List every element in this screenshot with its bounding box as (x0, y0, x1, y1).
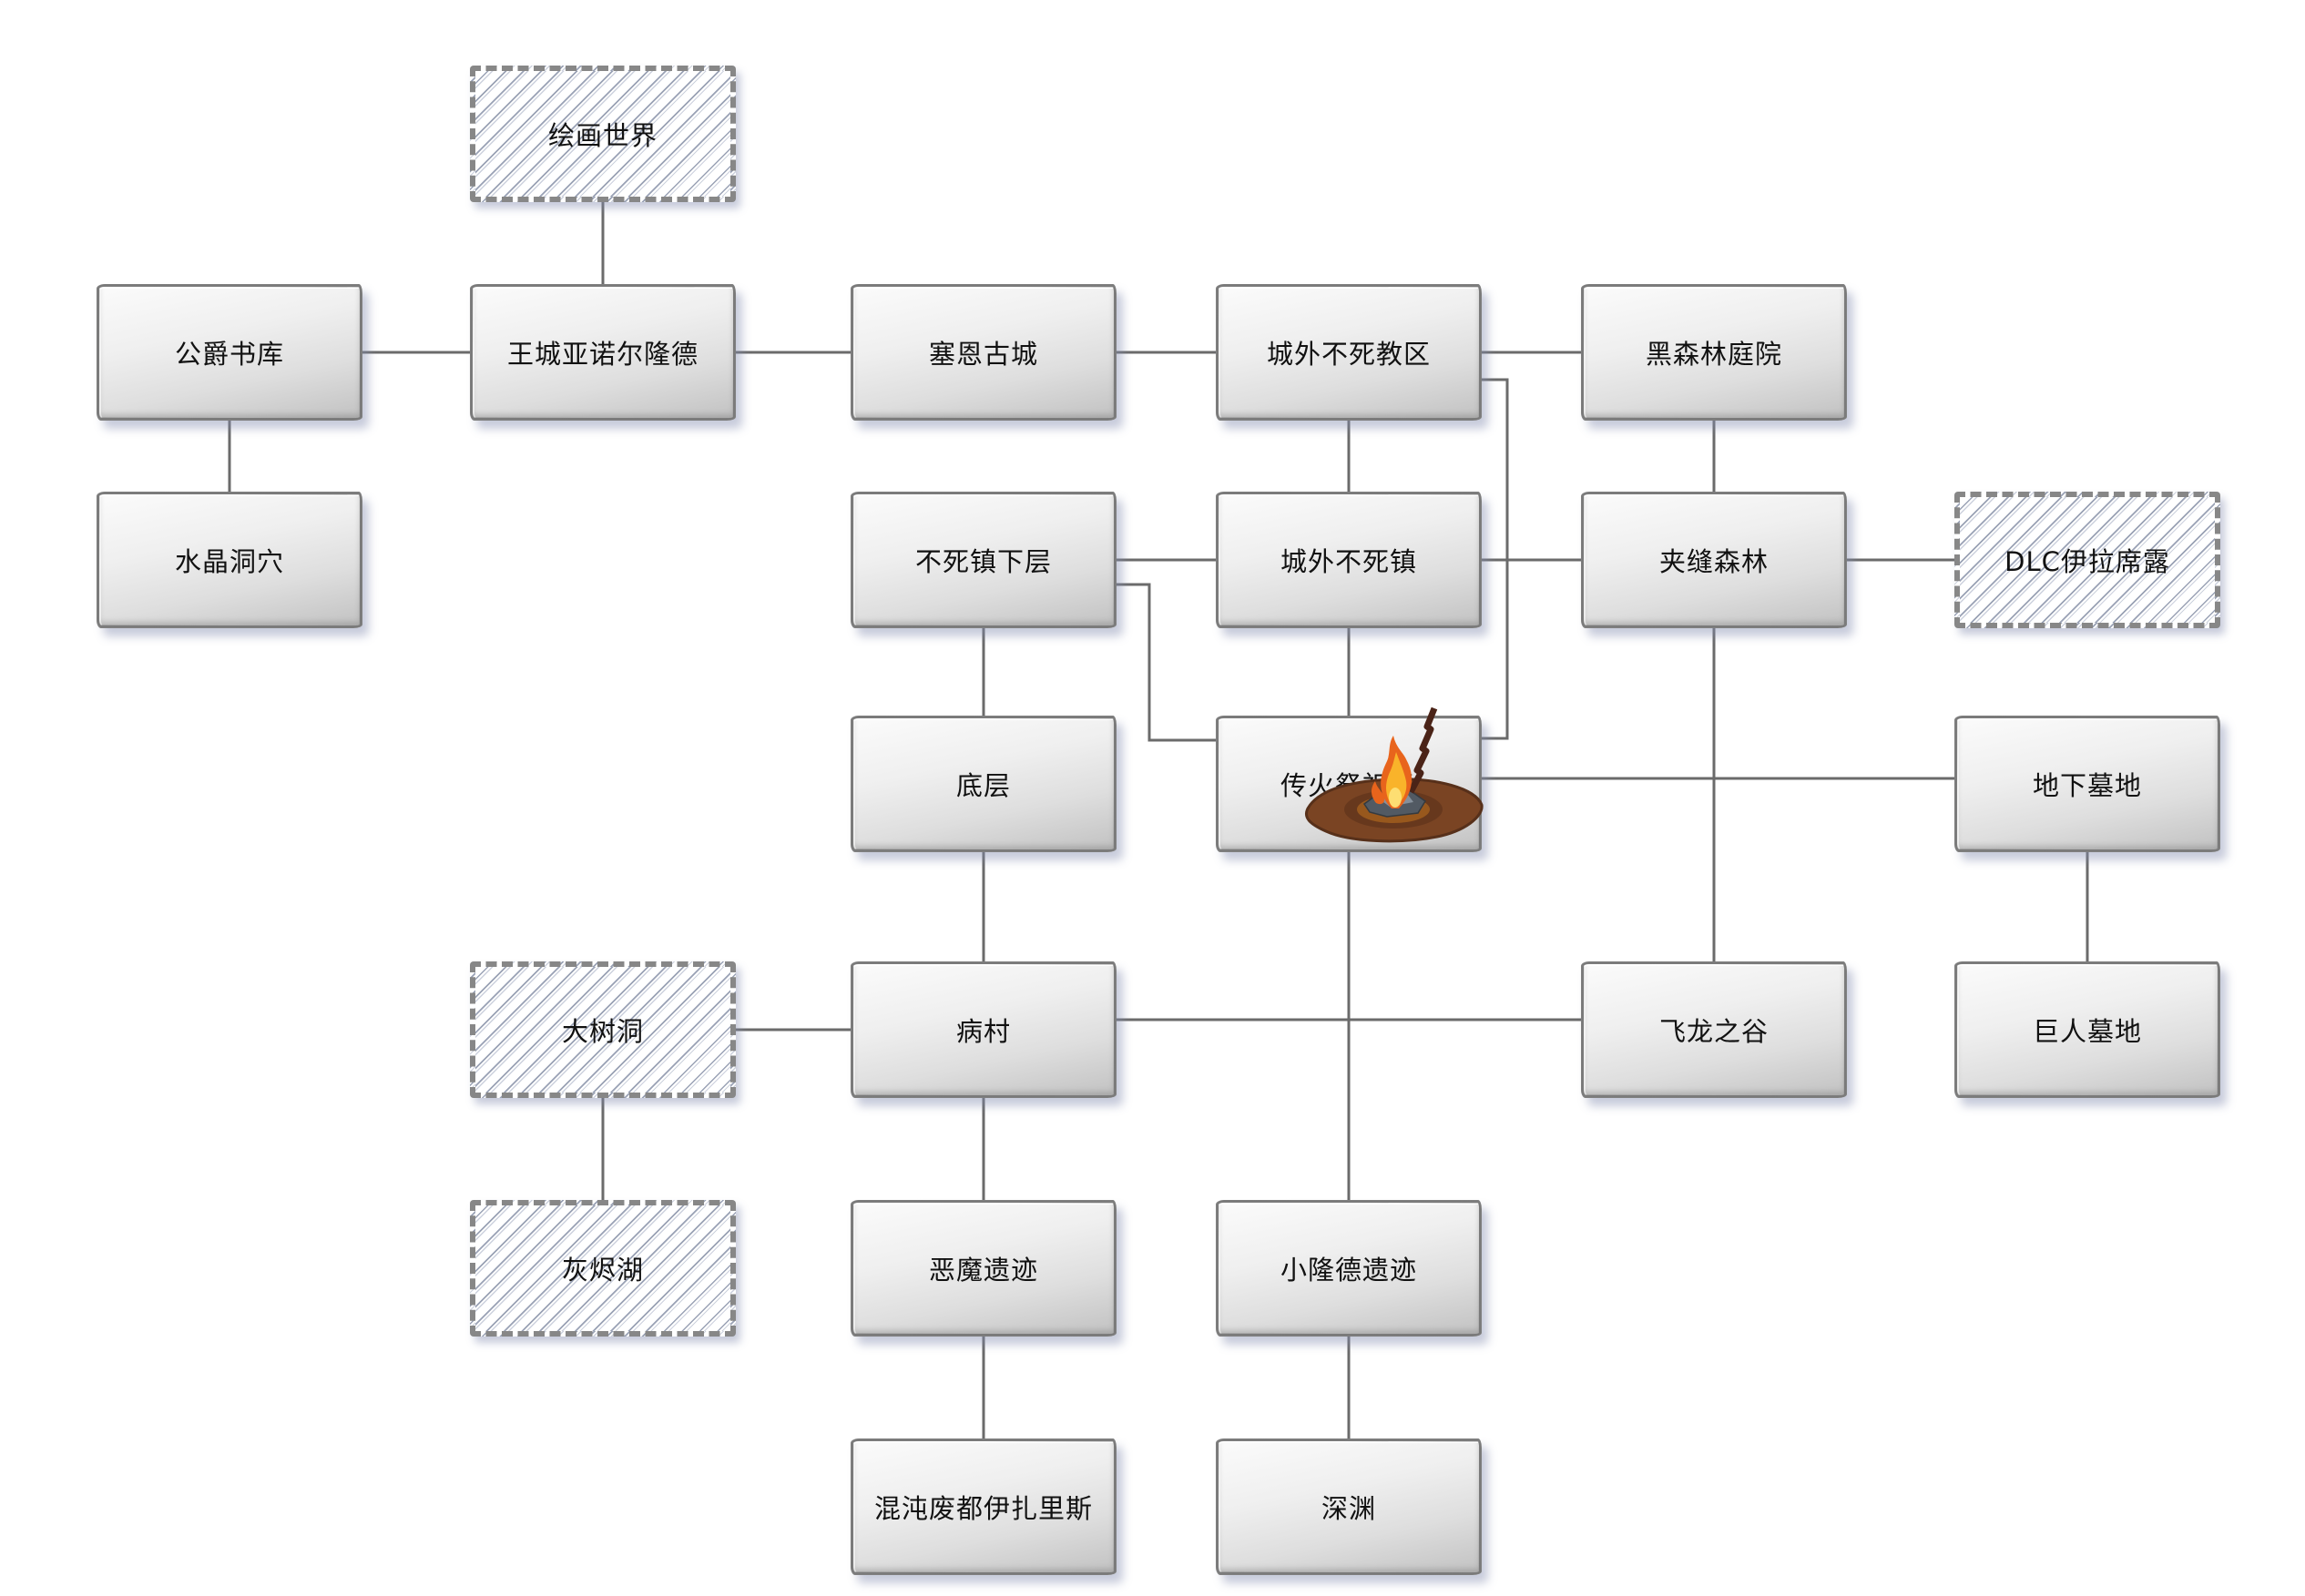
node-label: 绘画世界 (547, 120, 658, 151)
node-anor-londo[interactable]: 王城亚诺尔隆德 (470, 284, 736, 421)
node-sens-fortress[interactable]: 塞恩古城 (851, 284, 1117, 421)
node-great-hollow[interactable]: 大树洞 (470, 961, 736, 1098)
node-dlc-oolacile[interactable]: DLC伊拉席露 (1954, 492, 2220, 628)
node-label: 城外不死教区 (1266, 339, 1431, 370)
node-label: 公爵书库 (174, 339, 284, 370)
node-demon-ruins[interactable]: 恶魔遗迹 (851, 1200, 1117, 1337)
node-depths[interactable]: 底层 (851, 716, 1117, 852)
node-blighttown[interactable]: 病村 (851, 961, 1117, 1098)
node-label: 夹缝森林 (1658, 546, 1769, 577)
node-darkroot-basin[interactable]: 夹缝森林 (1581, 492, 1847, 628)
node-label: 大树洞 (561, 1016, 644, 1047)
node-crystal-cave[interactable]: 水晶洞穴 (97, 492, 362, 628)
node-tomb-of-giants[interactable]: 巨人墓地 (1954, 961, 2220, 1098)
node-label: 地下墓地 (2032, 770, 2142, 801)
node-dukes-archives[interactable]: 公爵书库 (97, 284, 362, 421)
node-darkroot-garden[interactable]: 黑森林庭院 (1581, 284, 1847, 421)
node-firelink-shrine[interactable]: 传火祭祀场 (1216, 716, 1482, 852)
node-label: 小隆德遗迹 (1280, 1255, 1417, 1286)
node-label: 城外不死镇 (1280, 546, 1417, 577)
node-label: 病村 (955, 1016, 1011, 1047)
node-label: 水晶洞穴 (174, 546, 284, 577)
node-label: 不死镇下层 (914, 546, 1052, 577)
node-valley-of-drakes[interactable]: 飞龙之谷 (1581, 961, 1847, 1098)
node-label: 巨人墓地 (2032, 1016, 2142, 1047)
node-undead-burg[interactable]: 城外不死镇 (1216, 492, 1482, 628)
node-label: DLC伊拉席露 (2004, 546, 2170, 577)
node-label: 灰烬湖 (561, 1255, 644, 1286)
node-abyss[interactable]: 深渊 (1216, 1438, 1482, 1575)
node-lost-izalith[interactable]: 混沌废都伊扎里斯 (851, 1438, 1117, 1575)
node-lower-undead-burg[interactable]: 不死镇下层 (851, 492, 1117, 628)
node-label: 底层 (955, 770, 1011, 801)
edge-lower-undead-burg--firelink-shrine (1117, 583, 1216, 742)
node-label: 塞恩古城 (928, 339, 1038, 370)
node-label: 混沌废都伊扎里斯 (873, 1493, 1093, 1524)
node-label: 飞龙之谷 (1658, 1016, 1769, 1047)
node-painted-world[interactable]: 绘画世界 (470, 66, 736, 202)
node-label: 王城亚诺尔隆德 (506, 339, 699, 370)
node-label: 恶魔遗迹 (928, 1255, 1038, 1286)
node-ash-lake[interactable]: 灰烬湖 (470, 1200, 736, 1337)
node-catacombs[interactable]: 地下墓地 (1954, 716, 2220, 852)
node-label: 深渊 (1321, 1493, 1376, 1524)
node-undead-parish[interactable]: 城外不死教区 (1216, 284, 1482, 421)
node-label: 黑森林庭院 (1645, 339, 1782, 370)
node-label: 传火祭祀场 (1280, 770, 1417, 801)
node-new-londo-ruins[interactable]: 小隆德遗迹 (1216, 1200, 1482, 1337)
edge-undead-parish--firelink-shrine (1482, 378, 1509, 740)
